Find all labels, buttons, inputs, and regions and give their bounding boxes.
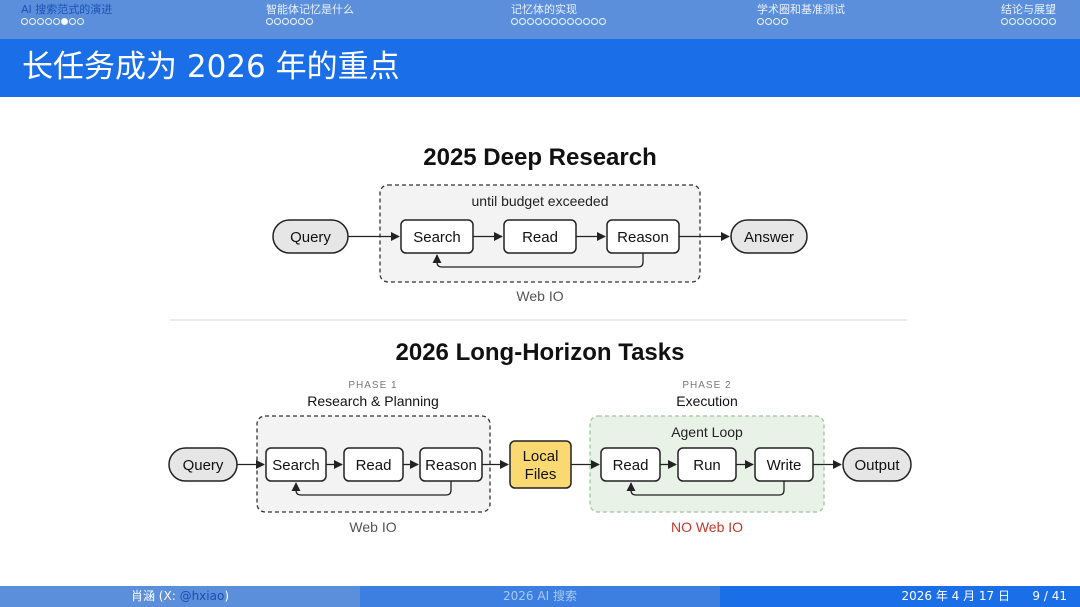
comparison-diagram: 2025 Deep Research until budget exceeded… <box>150 120 930 565</box>
nav-slide-dot[interactable] <box>77 18 84 25</box>
nav-slide-dot[interactable] <box>757 18 764 25</box>
phase2-read-label: Read <box>613 457 649 474</box>
nav-slide-dot[interactable] <box>45 18 52 25</box>
top-read-label: Read <box>522 229 558 246</box>
nav-section-label[interactable]: 学术圈和基准测试 <box>757 3 845 16</box>
nav-slide-dot[interactable] <box>266 18 273 25</box>
nav-slide-dot[interactable] <box>583 18 590 25</box>
footer-author-close: ) <box>224 589 229 603</box>
nav-slide-dot[interactable] <box>1033 18 1040 25</box>
top-query-label: Query <box>290 229 331 246</box>
nav-slide-dot[interactable] <box>519 18 526 25</box>
nav-section-4[interactable]: 学术圈和基准测试 <box>757 3 845 25</box>
section-navigation: AI 搜索范式的演进 智能体记忆是什么 记忆体的实现 学术圈和基准测试 结论与展… <box>0 0 1080 39</box>
nav-slide-dot[interactable] <box>29 18 36 25</box>
nav-section-label[interactable]: 结论与展望 <box>1001 3 1056 16</box>
bottom-diagram-title: 2026 Long-Horizon Tasks <box>396 339 685 366</box>
footer-author-text: 肖涵 (X: <box>130 589 180 603</box>
nav-dots <box>511 18 606 25</box>
top-search-label: Search <box>413 229 461 246</box>
footer-page-number: 9 / 41 <box>1032 589 1067 603</box>
nav-section-1[interactable]: AI 搜索范式的演进 <box>21 3 112 25</box>
nav-slide-dot[interactable] <box>511 18 518 25</box>
phase2-name: Execution <box>676 393 737 409</box>
nav-slide-dot[interactable] <box>575 18 582 25</box>
nav-slide-dot[interactable] <box>274 18 281 25</box>
local-files-line1: Local <box>523 448 559 465</box>
slide-title: 长任务成为 2026 年的重点 <box>22 49 400 85</box>
nav-slide-dot[interactable] <box>298 18 305 25</box>
nav-slide-dot[interactable] <box>527 18 534 25</box>
bottom-query-label: Query <box>183 457 224 474</box>
nav-slide-dot[interactable] <box>543 18 550 25</box>
footer-author: 肖涵 (X: @hxiao) <box>0 586 360 607</box>
nav-slide-dot[interactable] <box>591 18 598 25</box>
phase2-tag: PHASE 2 <box>682 380 731 391</box>
nav-slide-dot[interactable] <box>773 18 780 25</box>
nav-slide-dot[interactable] <box>1009 18 1016 25</box>
top-diagram-title: 2025 Deep Research <box>423 144 656 171</box>
top-feedback-arrow <box>432 253 644 268</box>
nav-slide-dot[interactable] <box>21 18 28 25</box>
nav-section-2[interactable]: 智能体记忆是什么 <box>266 3 354 25</box>
nav-slide-dot[interactable] <box>599 18 606 25</box>
output-label: Output <box>854 457 900 474</box>
phase1-tag: PHASE 1 <box>348 380 397 391</box>
nav-slide-dot[interactable] <box>53 18 60 25</box>
nav-slide-dot[interactable] <box>69 18 76 25</box>
footer-handle-link[interactable]: @hxiao <box>179 589 225 603</box>
phase1-feedback-arrow <box>291 481 452 496</box>
phase2-loop-label: Agent Loop <box>671 424 743 440</box>
nav-slide-dot[interactable] <box>535 18 542 25</box>
nav-dots <box>21 18 112 25</box>
title-bar: 长任务成为 2026 年的重点 <box>0 39 1080 97</box>
nav-dots <box>757 18 845 25</box>
nav-slide-dot[interactable] <box>1041 18 1048 25</box>
phase1-name: Research & Planning <box>307 393 439 409</box>
nav-dots <box>1001 18 1056 25</box>
footer-meta: 2026 年 4 月 17 日 9 / 41 <box>720 586 1080 607</box>
nav-section-label[interactable]: 智能体记忆是什么 <box>266 3 354 16</box>
output-pill <box>842 447 912 482</box>
phase1-io-label: Web IO <box>349 519 396 535</box>
top-loop-label: until budget exceeded <box>472 193 609 209</box>
nav-slide-dot[interactable] <box>559 18 566 25</box>
nav-slide-dot[interactable] <box>567 18 574 25</box>
local-files-line2: Files <box>525 466 557 483</box>
nav-slide-dot[interactable] <box>290 18 297 25</box>
nav-slide-dot[interactable] <box>1049 18 1056 25</box>
nav-slide-dot[interactable] <box>282 18 289 25</box>
phase2-feedback-arrow <box>626 481 785 496</box>
nav-slide-dot[interactable] <box>61 18 68 25</box>
phase1-read-label: Read <box>356 457 392 474</box>
nav-dots <box>266 18 354 25</box>
phase2-write-label: Write <box>767 457 802 474</box>
top-answer-label: Answer <box>744 229 794 246</box>
nav-section-5[interactable]: 结论与展望 <box>1001 3 1056 25</box>
top-answer-pill <box>730 219 808 254</box>
phase2-run-label: Run <box>693 457 721 474</box>
nav-slide-dot[interactable] <box>37 18 44 25</box>
nav-slide-dot[interactable] <box>306 18 313 25</box>
top-io-label: Web IO <box>516 288 563 304</box>
nav-section-3[interactable]: 记忆体的实现 <box>511 3 606 25</box>
nav-section-label[interactable]: 记忆体的实现 <box>511 3 577 16</box>
footer-date: 2026 年 4 月 17 日 <box>901 589 1010 603</box>
phase1-search-label: Search <box>272 457 320 474</box>
nav-slide-dot[interactable] <box>551 18 558 25</box>
nav-slide-dot[interactable] <box>1001 18 1008 25</box>
top-reason-label: Reason <box>617 229 669 246</box>
nav-slide-dot[interactable] <box>1025 18 1032 25</box>
nav-slide-dot[interactable] <box>1017 18 1024 25</box>
phase1-reason-label: Reason <box>425 457 477 474</box>
nav-slide-dot[interactable] <box>781 18 788 25</box>
nav-slide-dot[interactable] <box>765 18 772 25</box>
phase2-io-label: NO Web IO <box>671 519 743 535</box>
footer: 肖涵 (X: @hxiao) 2026 AI 搜索 2026 年 4 月 17 … <box>0 586 1080 607</box>
footer-topic: 2026 AI 搜索 <box>360 586 720 607</box>
nav-section-label[interactable]: AI 搜索范式的演进 <box>21 3 113 16</box>
